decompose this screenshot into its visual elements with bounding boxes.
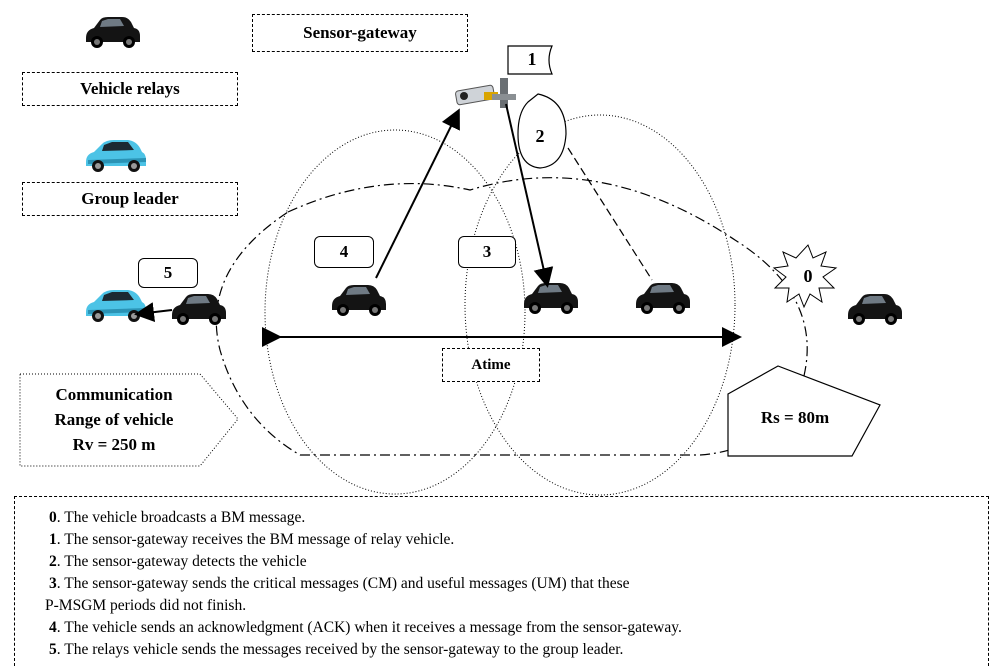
- relay-car-5: [172, 294, 226, 325]
- vehicle-range-callout: [19, 373, 239, 467]
- step-0-label: 0: [803, 266, 813, 286]
- broadcast-starburst: [772, 244, 838, 309]
- vehicle-range-line3: Rv = 250 m: [72, 435, 156, 454]
- legend-line-2: 2. The sensor-gateway detects the vehicl…: [49, 553, 307, 570]
- vehicle-range-text: Communication Range of vehicle Rv = 250 …: [22, 382, 206, 457]
- legend-line-0: 0. The vehicle broadcasts a BM message.: [49, 509, 306, 526]
- vehicle-relays-label: Vehicle relays: [22, 72, 238, 106]
- relay-car-3: [524, 283, 578, 314]
- vehicle-range-boundary: [215, 177, 808, 456]
- legend-line-3: 3. The sensor-gateway sends the critical…: [49, 575, 630, 592]
- sensor-gateway-icon: [455, 78, 516, 108]
- sensor-range-callout: [727, 365, 881, 457]
- legend-line-5: 5. The relays vehicle sends the messages…: [49, 641, 624, 658]
- arrow-5-relay: [134, 302, 173, 323]
- sensor-gateway-label: Sensor-gateway: [252, 14, 468, 52]
- step-4-box: 4: [314, 236, 374, 268]
- sensor-range-right: [464, 114, 736, 496]
- step-1-label: 1: [527, 49, 537, 69]
- legend-line-4: 4. The vehicle sends an acknowledgment (…: [49, 619, 682, 636]
- legend-line-1: 1. The sensor-gateway receives the BM me…: [49, 531, 455, 548]
- relay-car-2: [636, 283, 690, 314]
- step-2-label: 2: [535, 126, 545, 146]
- vehicle-range-line1: Communication: [55, 385, 173, 404]
- steps-legend: 0. The vehicle broadcasts a BM message. …: [14, 496, 989, 666]
- legend-relay-car: [86, 17, 140, 48]
- legend-line-3b: P-MSGM periods did not finish.: [45, 597, 247, 614]
- leader-car: [86, 290, 146, 322]
- step2-callout: [517, 93, 567, 169]
- relay-car-4: [332, 285, 386, 316]
- broadcast-car: [848, 294, 902, 325]
- atime-label: Atime: [442, 348, 540, 382]
- sensor-range-left: [264, 129, 526, 495]
- sensor-range-text: Rs = 80m: [760, 408, 830, 427]
- step-3-box: 3: [458, 236, 516, 268]
- arrow-3-messages: [505, 103, 554, 288]
- step-5-box: 5: [138, 258, 198, 288]
- group-leader-label: Group leader: [22, 182, 238, 216]
- step1-callout: [507, 45, 553, 75]
- legend-leader-car: [86, 140, 146, 172]
- line-2-detect: [567, 147, 653, 281]
- arrow-4-ack: [375, 108, 460, 279]
- vehicle-range-line2: Range of vehicle: [54, 410, 174, 429]
